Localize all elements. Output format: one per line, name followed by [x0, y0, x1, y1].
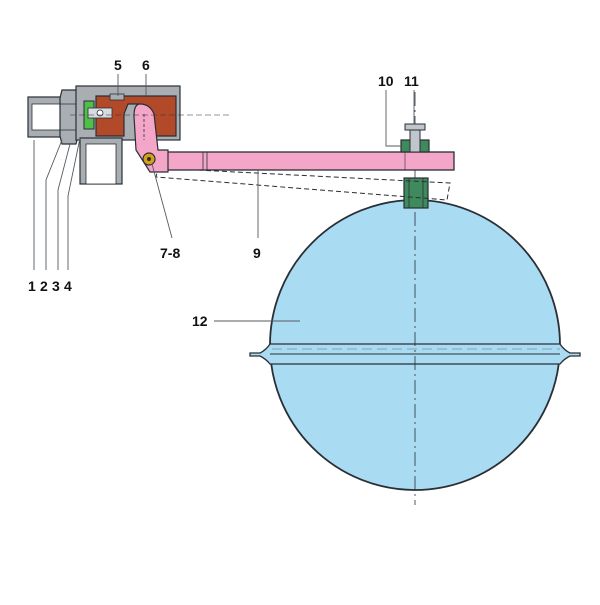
label-10: 10: [378, 73, 394, 89]
lever-arm: [149, 151, 455, 171]
label-5: 5: [114, 57, 122, 73]
adjustment-screw: [400, 123, 430, 153]
label-7-8: 7-8: [160, 245, 180, 261]
label-3: 3: [52, 278, 60, 294]
float-ball: [249, 92, 581, 505]
label-9: 9: [253, 245, 261, 261]
label-1: 1: [28, 278, 36, 294]
label-2: 2: [40, 278, 48, 294]
label-11: 11: [404, 73, 419, 89]
part-labels: 1 2 3 4 5 6 7-8 9 10 11 12: [28, 57, 419, 329]
label-12: 12: [192, 313, 208, 329]
ball-mount: [403, 177, 429, 209]
label-4: 4: [64, 278, 72, 294]
leader-lines: [33, 74, 415, 322]
lever-alt-position: [155, 167, 451, 201]
label-6: 6: [142, 57, 150, 73]
lever-head: [133, 103, 169, 173]
